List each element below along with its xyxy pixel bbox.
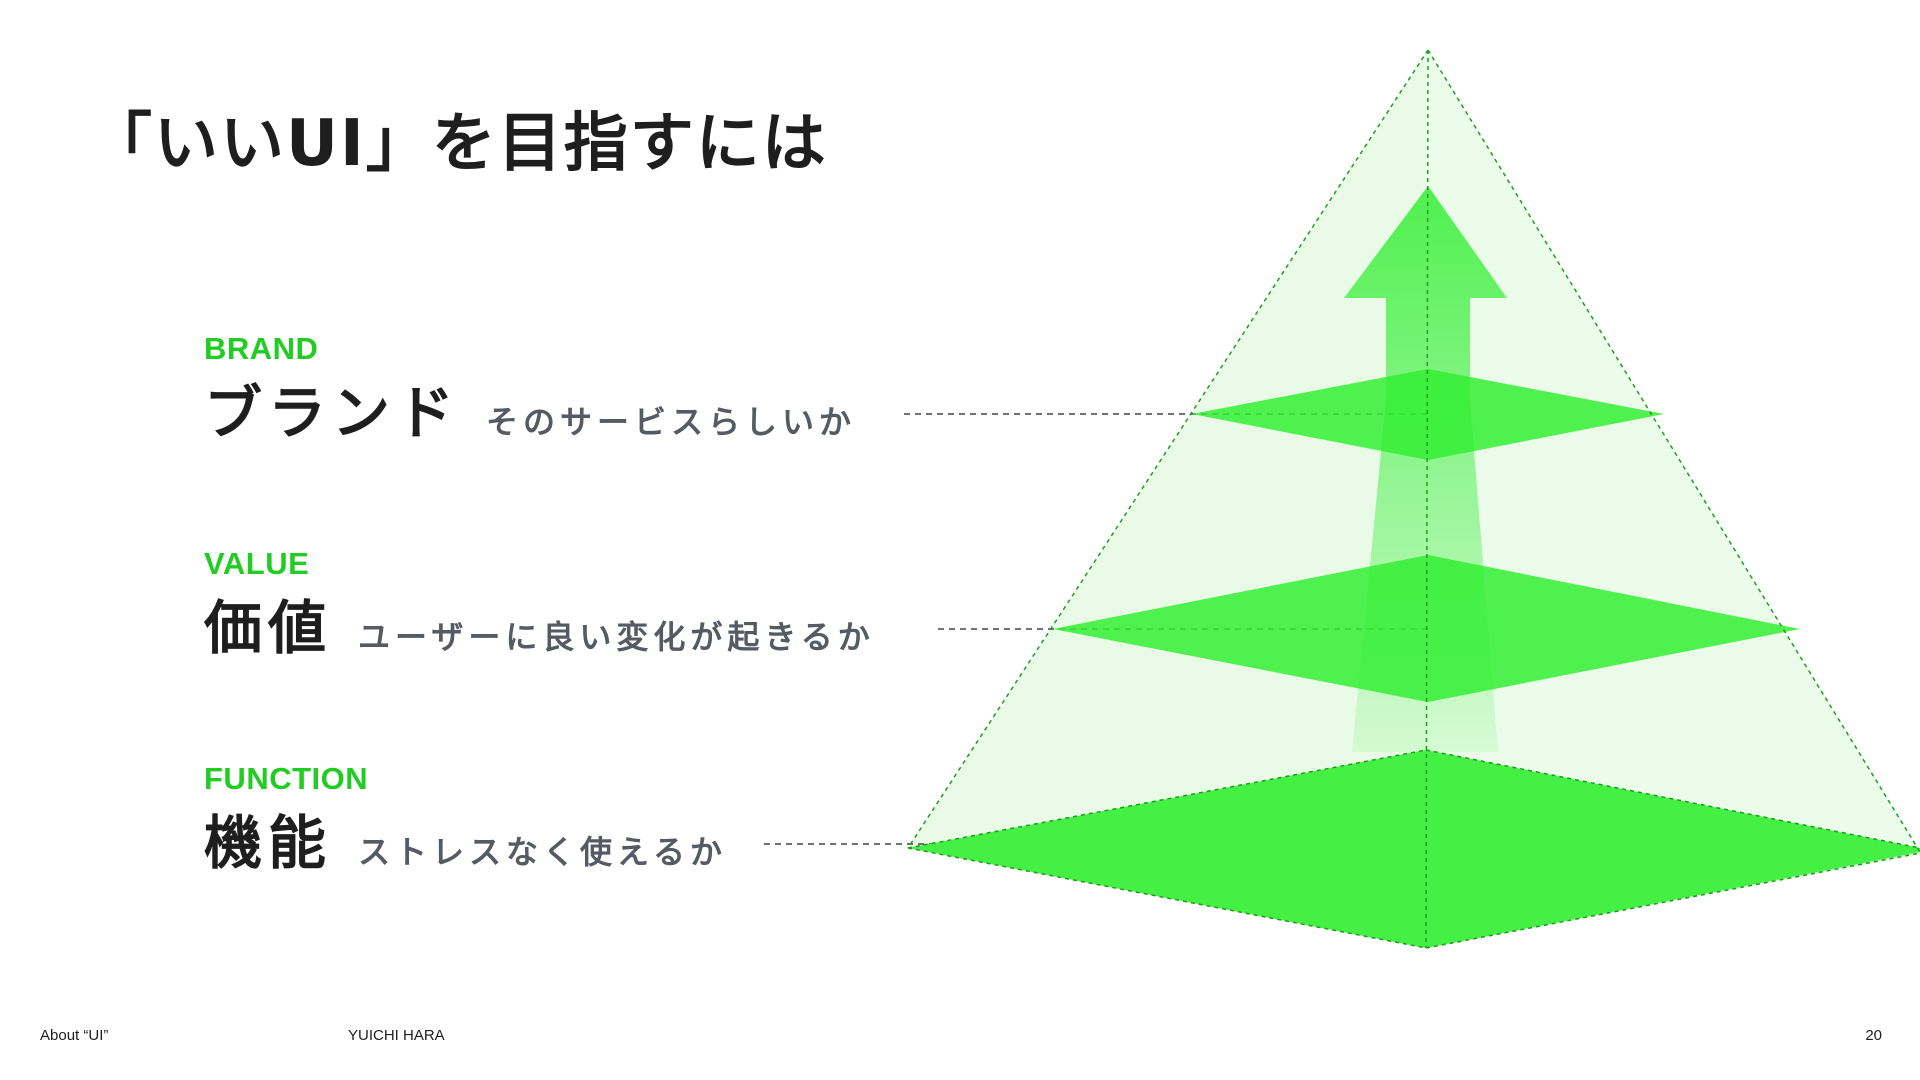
layer-brand-description: そのサービスらしいか (486, 403, 857, 441)
layer-value-row: 価値 ユーザーに良い変化が起きるか (204, 599, 875, 657)
layer-value-description: ユーザーに良い変化が起きるか (358, 618, 875, 656)
base-back-right-edge (1425, 749, 1920, 849)
layer-function: FUNCTION 機能 ストレスなく使えるか (204, 763, 727, 872)
layer-function-name: 機能 (204, 809, 333, 877)
layer-function-eyebrow: FUNCTION (204, 761, 369, 796)
layer-function-description: ストレスなく使えるか (358, 833, 728, 871)
layer-brand-eyebrow: BRAND (204, 331, 319, 366)
layer-value-eyebrow: VALUE (204, 546, 310, 581)
layer-function-row: 機能 ストレスなく使えるか (204, 814, 727, 872)
footer-deck-title: About “UI” (40, 1027, 109, 1044)
layer-brand-name: ブランド (204, 379, 461, 447)
footer-author: YUICHI HARA (348, 1027, 445, 1044)
layer-value-name: 価値 (204, 594, 333, 662)
pyramid-right-face (1426, 50, 1920, 948)
layer-brand: BRAND ブランド そのサービスらしいか (204, 333, 856, 442)
slide-title: 「いいUI」を目指すには (88, 107, 828, 181)
pyramid-left-face (908, 50, 1428, 948)
function-plane (908, 750, 1920, 948)
up-arrow-icon (1344, 186, 1507, 752)
layer-value: VALUE 価値 ユーザーに良い変化が起きるか (204, 548, 875, 657)
layer-brand-row: ブランド そのサービスらしいか (204, 384, 856, 442)
footer-page-number: 20 (1865, 1027, 1882, 1044)
pyramid-right-edge (1427, 49, 1920, 853)
pyramid-center-edge (1425, 49, 1429, 949)
pyramid-left-edge (907, 49, 1429, 849)
base-front-right-edge (1425, 852, 1920, 949)
